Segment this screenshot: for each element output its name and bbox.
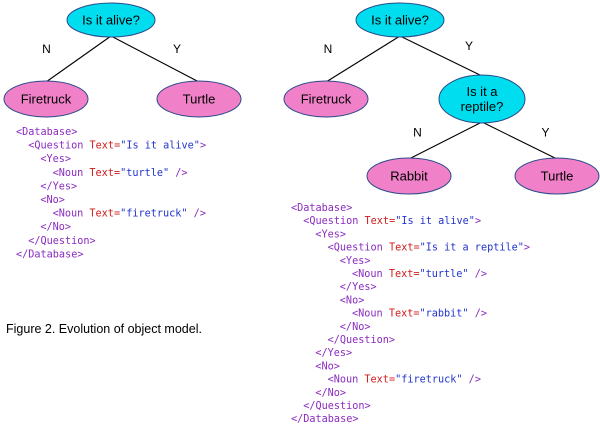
figure-caption: Figure 2. Evolution of object model. (6, 322, 202, 336)
left-code-line: <Noun Text="firetruck" /> (53, 209, 206, 220)
left-noun-node-n2 (156, 80, 242, 118)
left-code-line: </Yes> (40, 181, 77, 192)
right-edge-q2-n3 (481, 121, 558, 160)
right-edge-q1-q2 (399, 35, 483, 77)
right-noun-node-n3 (514, 157, 600, 195)
right-code-line: <Database> (291, 203, 352, 214)
right-noun-node-n2 (366, 157, 452, 195)
right-node-label-q2: Is it a (466, 84, 498, 99)
left-decision-tree: N Y Is it alive? Firetruck Turtle (3, 2, 242, 118)
right-code-line: <Question Text="Is it alive"> (303, 216, 481, 227)
right-code-line: <No> (315, 361, 340, 372)
right-decision-tree: N Y N Y Is it alive? Firetruck Is it areptile?… (283, 2, 600, 195)
left-question-node-q1 (66, 2, 156, 38)
right-question-node-q2 (438, 74, 526, 124)
right-code-line: </Yes> (340, 282, 377, 293)
right-code-line: <Noun Text="rabbit" /> (352, 309, 487, 320)
left-node-label-n1: Firetruck (21, 92, 72, 107)
right-node-label-n2: Rabbit (390, 169, 428, 184)
left-xml-listing: <Database> <Question Text="Is it alive"> <… (16, 127, 206, 260)
left-code-line: <Database> (16, 127, 77, 138)
left-node-label-n2: Turtle (183, 92, 216, 107)
left-code-line: <Yes> (40, 154, 71, 165)
left-edge-label-y: Y (173, 42, 181, 56)
right-node-label-n1: Firetruck (301, 92, 352, 107)
right-code-line: </No> (340, 322, 371, 333)
right-question-node-q1 (355, 2, 445, 38)
left-node-label-q1: Is it alive? (82, 13, 140, 28)
left-edge-q1-n2 (110, 35, 200, 83)
right-xml-listing: <Database> <Question Text="Is it alive"> <… (291, 203, 530, 425)
left-code-line: </Database> (16, 249, 83, 260)
right-edge-label-n: N (324, 42, 333, 56)
right-code-line: <Question Text="Is it a reptile"> (328, 243, 530, 254)
right-code-line: </Database> (291, 414, 358, 425)
right-edge-q2-n2 (408, 121, 483, 160)
right-code-line: <Yes> (315, 229, 346, 240)
right-code-line: <Noun Text="firetruck" /> (328, 375, 481, 386)
right-noun-node-n1 (283, 80, 369, 118)
left-edge-q1-n1 (45, 35, 112, 83)
right-code-line: <No> (340, 295, 365, 306)
right-code-line: </No> (315, 388, 346, 399)
right-node-label-q1: Is it alive? (371, 13, 429, 28)
right-edge-label-n: N (413, 126, 422, 140)
right-code-line: <Yes> (340, 256, 371, 267)
left-noun-node-n1 (3, 80, 89, 118)
left-code-line: <No> (40, 195, 65, 206)
right-code-line: </Question> (303, 401, 370, 412)
left-code-line: </No> (40, 222, 71, 233)
left-code-line: <Noun Text="turtle" /> (53, 168, 188, 179)
right-code-line: </Question> (328, 335, 395, 346)
left-code-line: </Question> (28, 236, 95, 247)
right-code-line: <Noun Text="turtle" /> (352, 269, 487, 280)
right-edge-label-y: Y (465, 39, 473, 53)
right-code-line: </Yes> (315, 348, 352, 359)
left-code-line: <Question Text="Is it alive"> (28, 141, 206, 152)
right-node-label-n3: Turtle (541, 169, 574, 184)
right-edge-q1-n1 (325, 35, 401, 83)
right-edge-label-y: Y (541, 126, 549, 140)
left-edge-label-n: N (42, 42, 51, 56)
right-node-label-q2: reptile? (461, 99, 504, 114)
